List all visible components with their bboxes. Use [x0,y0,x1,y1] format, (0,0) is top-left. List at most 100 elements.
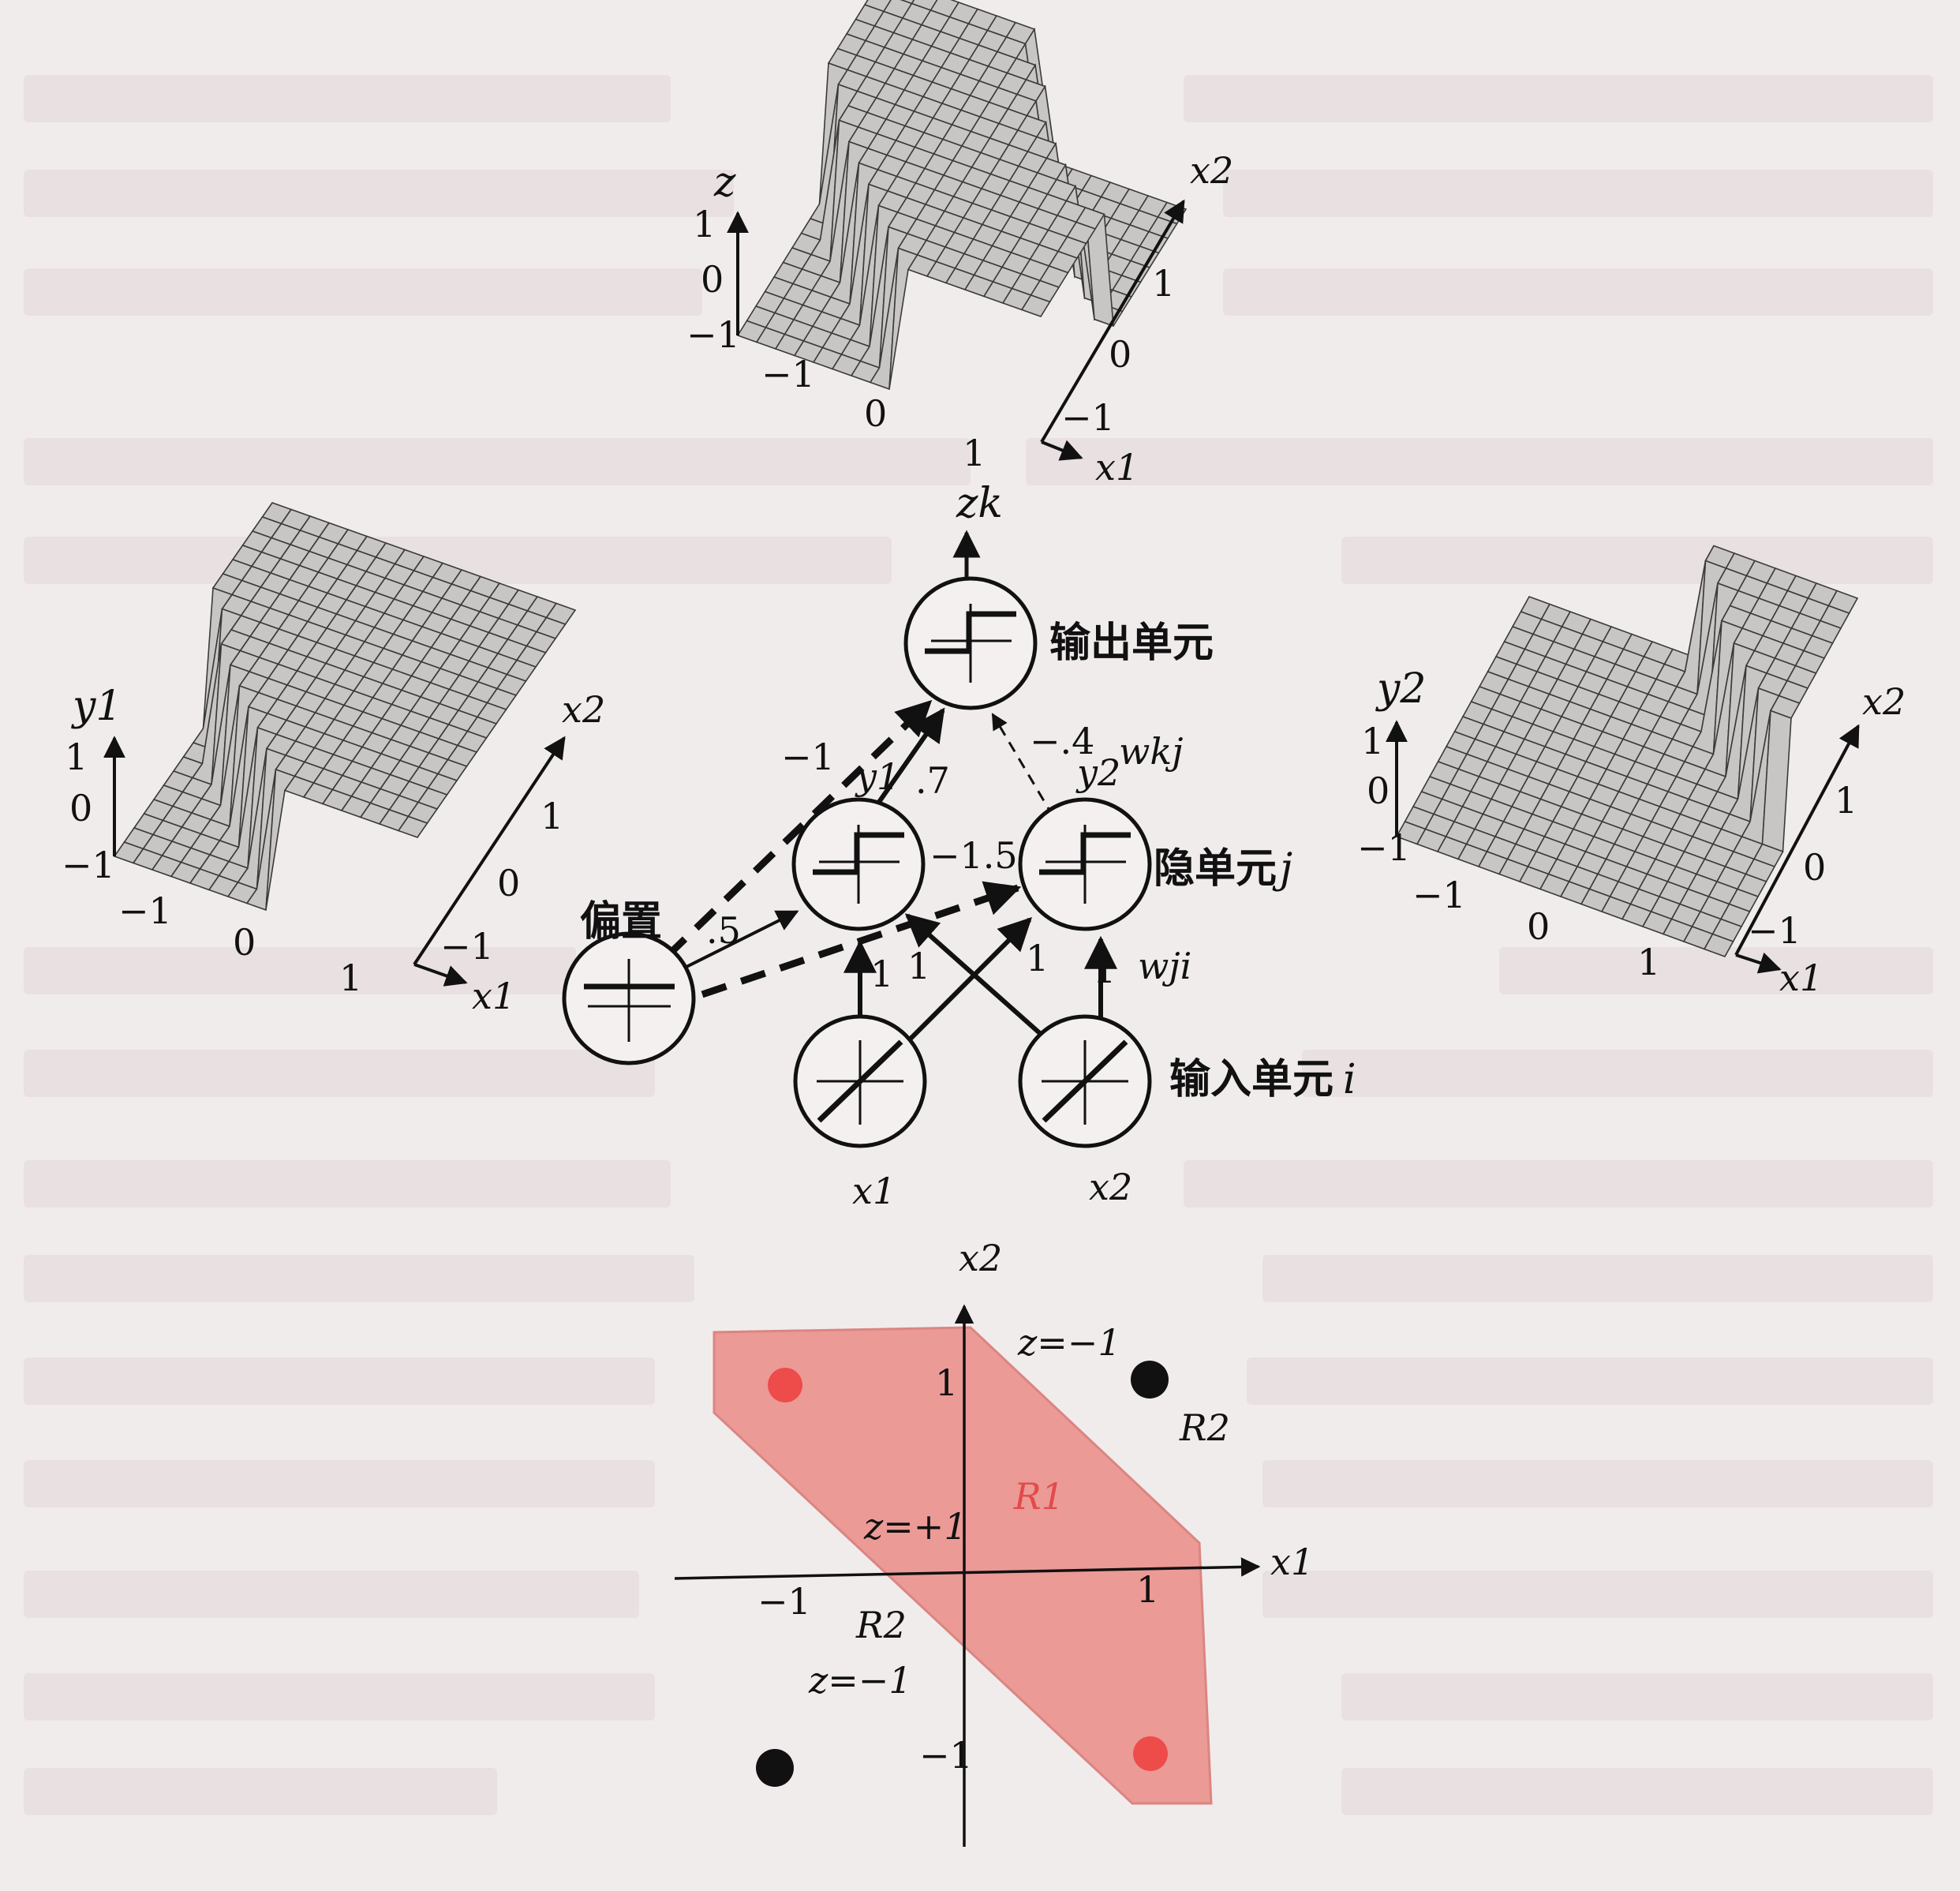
z-tick-top-0: 0 [701,258,724,301]
tick-x2-pos: 1 [935,1361,958,1404]
x2-axis-top [1040,199,1185,444]
x1-node-label: x1 [852,1170,896,1212]
weight-x1-to-y2: 1 [907,945,930,987]
x2-tick-left-1: 1 [540,795,563,837]
hidden-node-y1 [791,797,926,931]
hidden-node-y2 [1018,797,1152,931]
network-diagram: zk 输出单元 隐单 [562,480,1356,1212]
surface-left [113,502,577,912]
weight-bias-to-y2: −1.5 [930,834,1018,877]
decision-region-plot: x2 x1 1 −1 1 −1 z=−1 z=+1 z=−1 R1 R2 R2 [674,1237,1314,1847]
surface-right [1395,545,1859,957]
weight-x1-to-y1: 1 [870,953,893,995]
x2-tick-right-neg1: −1 [1748,909,1801,952]
weight-bias-to-y1: .5 [706,909,741,952]
x2-label-right: x2 [1862,680,1906,723]
edge-bias-to-y1 [686,910,799,968]
zk-label: zk [956,480,1003,527]
red-point-upper-left [768,1368,802,1402]
black-point-upper-right [1131,1361,1169,1399]
region-r1-label: R1 [1013,1475,1064,1518]
x2-axis-right [1734,724,1860,956]
z-tick-top-1: 1 [693,203,716,245]
x2-tick-left-neg1: −1 [440,925,494,968]
input-unit-text: 输入单元 [1169,1055,1333,1103]
surface-cell [1703,933,1734,957]
y2-tick-right-neg1: −1 [1357,826,1411,869]
x1-tick-top-1: 1 [963,432,986,474]
y2-tick-right-0: 0 [1367,770,1390,812]
black-point-lower-left [756,1749,794,1787]
x2-label-left: x2 [562,688,605,731]
input-index: i [1343,1056,1356,1103]
x2-tick-top-1: 1 [1152,262,1175,305]
y2-node-label: y2 [1075,751,1120,794]
x1-tick-left-neg1: −1 [118,889,172,932]
x1-axis-right [1735,952,1782,974]
x1-axis-left [413,963,468,987]
bias-text: 偏置 [580,897,662,946]
red-point-lower-right [1133,1736,1168,1771]
region-r2-label-lower: R2 [855,1604,907,1646]
x1-tick-top-0: 0 [864,392,887,435]
edge-bias-to-output [664,699,933,960]
wji-label: wji [1138,945,1191,987]
plot3d-right: y2 x2 x1 1 0 −1 −1 0 1 1 0 −1 [1357,545,1906,999]
edge-y2-to-output [991,713,1055,818]
output-unit-text: 输出单元 [1049,619,1214,667]
weight-x2-to-y2: 1 [1093,949,1116,991]
x1-axis-region [674,1557,1261,1580]
surface-cell [397,815,428,838]
x1-tick-right-1: 1 [1637,941,1660,983]
z-plus: z=+1 [863,1505,967,1548]
x1-label-top: x1 [1095,446,1139,489]
plot3d-left: y1 x2 x1 1 0 −1 −1 0 1 1 0 −1 [62,502,605,1017]
x2-label-region: x2 [959,1237,1002,1279]
weight-y2-to-output: −.4 [1030,720,1094,762]
input-node-x1 [793,1014,927,1148]
z-minus-bottom: z=−1 [808,1659,912,1702]
y1-tick-left-neg1: −1 [62,844,115,886]
x2-tick-top-0: 0 [1109,333,1131,376]
edge-y1-to-output [868,707,945,816]
x2-axis-left [413,736,566,966]
x1-tick-right-neg1: −1 [1412,874,1466,916]
plot3d-top: z x2 x1 1 0 −1 −1 0 1 1 0 −1 [686,0,1233,489]
z-tick-top-neg1: −1 [686,313,740,356]
region-r1 [713,1326,1213,1805]
x1-label-left: x1 [472,975,515,1017]
tick-x1-neg: −1 [757,1580,811,1623]
edge-x2-to-y1 [904,913,1051,1044]
weight-y1-to-output: .7 [915,759,950,802]
surface-top [736,0,1188,391]
tick-x2-neg: −1 [919,1734,973,1777]
hidden-unit-text: 隐单元 [1154,844,1277,893]
weight-x2-to-y1: 1 [1026,937,1049,979]
x1-tick-top-neg1: −1 [761,353,815,395]
input-node-x2 [1018,1014,1152,1148]
x2-tick-right-0: 0 [1803,846,1826,889]
y1-node-label: y1 [855,755,900,798]
x2-tick-top-neg1: −1 [1061,396,1115,439]
x2-tick-left-0: 0 [497,862,520,904]
y2-label-right: y2 [1375,665,1426,713]
x1-tick-left-1: 1 [339,957,362,999]
x1-tick-left-0: 0 [233,921,256,964]
x1-label-region: x1 [1270,1541,1314,1583]
x1-label-right: x1 [1779,957,1823,999]
x2-label-top: x2 [1190,149,1233,192]
x1-axis-top [1041,440,1083,461]
z-minus-top: z=−1 [1017,1321,1121,1364]
x2-tick-right-1: 1 [1835,779,1857,822]
y2-tick-right-1: 1 [1361,720,1384,762]
weight-bias-to-output: −1 [781,736,835,778]
x2-node-label: x2 [1089,1166,1132,1208]
z-label-top: z [713,159,736,206]
y1-label-left: y1 [71,683,122,730]
output-node [903,576,1038,710]
x1-tick-right-0: 0 [1527,905,1550,948]
y1-tick-left-0: 0 [69,787,92,829]
wkj-label: wkj [1119,730,1184,773]
edge-x1-to-y2 [905,917,1032,1044]
